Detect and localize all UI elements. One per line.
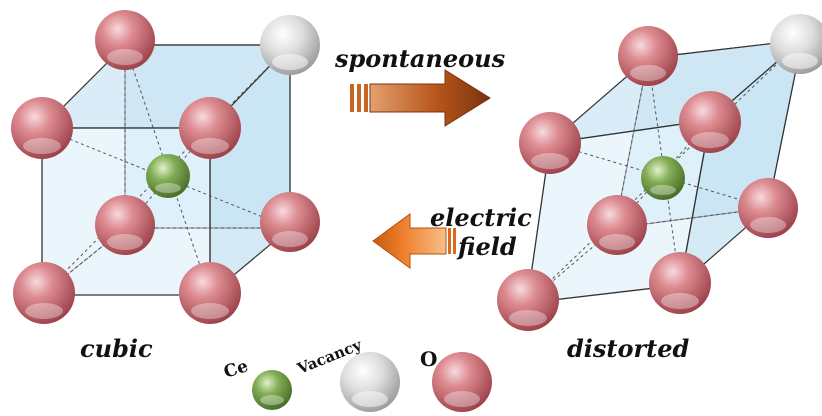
cubic-cell [11,10,320,324]
cerium-atom [641,156,685,200]
legend-vacancy-site [340,352,400,412]
oxygen-atom [519,112,581,174]
vacancy-site [260,15,320,75]
legend-oxygen-atom [432,352,492,412]
oxygen-atom [11,97,73,159]
oxygen-atom [738,178,798,238]
legend: Ce Vacancy O [221,335,492,412]
legend-o-label: O [420,347,437,371]
oxygen-atom [649,252,711,314]
cerium-atom [146,154,190,198]
distorted-cell [497,14,822,331]
oxygen-atom [13,262,75,324]
oxygen-atom [497,269,559,331]
cubic-label: cubic [80,334,153,363]
distorted-label: distorted [567,334,690,363]
oxygen-atom [618,26,678,86]
oxygen-atom [95,195,155,255]
spontaneous-label: spontaneous [334,44,506,73]
oxygen-atom [95,10,155,70]
vacancy-site [770,14,822,74]
oxygen-atom [587,195,647,255]
oxygen-atom [179,262,241,324]
field-label: field [456,232,517,261]
legend-ce-label: Ce [221,356,251,383]
oxygen-atom [679,91,741,153]
legend-cerium-atom [252,370,292,410]
electric-field-arrow [372,213,456,269]
oxygen-atom [260,192,320,252]
spontaneous-arrow [350,69,491,127]
oxygen-atom [179,97,241,159]
electric-label: electric [430,203,532,232]
